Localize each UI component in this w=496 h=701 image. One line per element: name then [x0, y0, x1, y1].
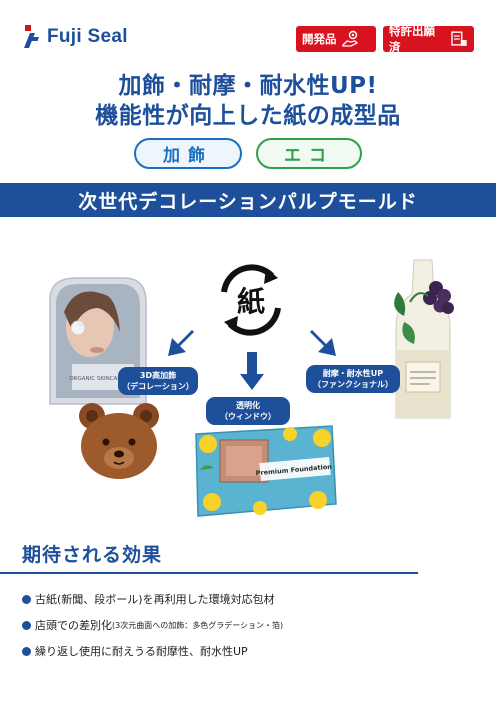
effects-title: 期待される効果	[22, 544, 163, 566]
hand-gear-icon	[341, 30, 358, 47]
arrow-down-icon	[240, 352, 264, 390]
callout-title: 透明化	[236, 401, 260, 410]
bear-container-photo	[76, 400, 162, 482]
arrow-down-right-icon	[306, 326, 340, 360]
badge-label: 特許出願済	[389, 24, 435, 54]
bullet-icon	[22, 646, 31, 656]
headline-line-2: 機能性が向上した紙の成型品	[95, 103, 401, 129]
foundation-case-photo: Premium Foundation	[190, 420, 340, 520]
list-item: 古紙(新聞、段ボール)を再利用した環境対応包材	[22, 586, 482, 612]
callout-decoration: 3D高加飾 （デコレーション）	[118, 367, 198, 395]
callout-subtitle: （ウィンドウ）	[220, 412, 276, 421]
headline-line-1: 加飾・耐摩・耐水性UP!	[118, 73, 378, 99]
list-item: 繰り返し使用に耐えうる耐摩性、耐水性UP	[22, 638, 482, 664]
document-stamp-icon	[451, 31, 468, 46]
tag-decoration: 加飾	[134, 138, 242, 169]
product-banner: 次世代デコレーションパルプモールド	[0, 183, 496, 217]
callout-functional: 耐摩・耐水性UP （ファンクショナル）	[306, 365, 400, 393]
callout-subtitle: （ファンクショナル）	[313, 380, 393, 389]
callout-title: 耐摩・耐水性UP	[322, 369, 384, 378]
bullet-icon	[22, 594, 31, 604]
callout-title: 3D高加飾	[139, 371, 177, 380]
fuji-seal-logo-icon	[22, 24, 42, 50]
effects-list: 古紙(新聞、段ボール)を再利用した環境対応包材 店頭での差別化 (3次元曲面への…	[22, 586, 482, 664]
cosmetic-package-text: ORGANIC SKINCARE SET	[69, 376, 137, 382]
badge-patent-pending: 特許出願済	[383, 24, 474, 54]
recycle-paper-icon: 紙	[212, 264, 290, 336]
list-item-text: 繰り返し使用に耐えうる耐摩性、耐水性UP	[35, 645, 248, 658]
section-divider	[0, 572, 418, 574]
logo-text: Fuji Seal	[47, 26, 128, 47]
callout-window: 透明化 （ウィンドウ）	[206, 397, 290, 425]
list-item-text: 古紙(新聞、段ボール)を再利用した環境対応包材	[35, 593, 275, 606]
bullet-icon	[22, 620, 31, 630]
callout-subtitle: （デコレーション）	[122, 382, 194, 391]
badge-label: 開発品	[302, 32, 337, 46]
tag-eco: エコ	[256, 138, 362, 169]
badge-in-development: 開発品	[296, 26, 376, 52]
wine-bottle-sleeve-photo	[384, 258, 462, 422]
list-item: 店頭での差別化 (3次元曲面への加飾：多色グラデーション・箔)	[22, 612, 482, 638]
list-item-note: (3次元曲面への加飾：多色グラデーション・箔)	[112, 620, 284, 630]
arrow-down-left-icon	[164, 326, 198, 360]
company-logo: Fuji Seal	[22, 24, 128, 50]
list-item-text: 店頭での差別化	[35, 619, 112, 632]
recycle-glyph: 紙	[237, 285, 265, 318]
